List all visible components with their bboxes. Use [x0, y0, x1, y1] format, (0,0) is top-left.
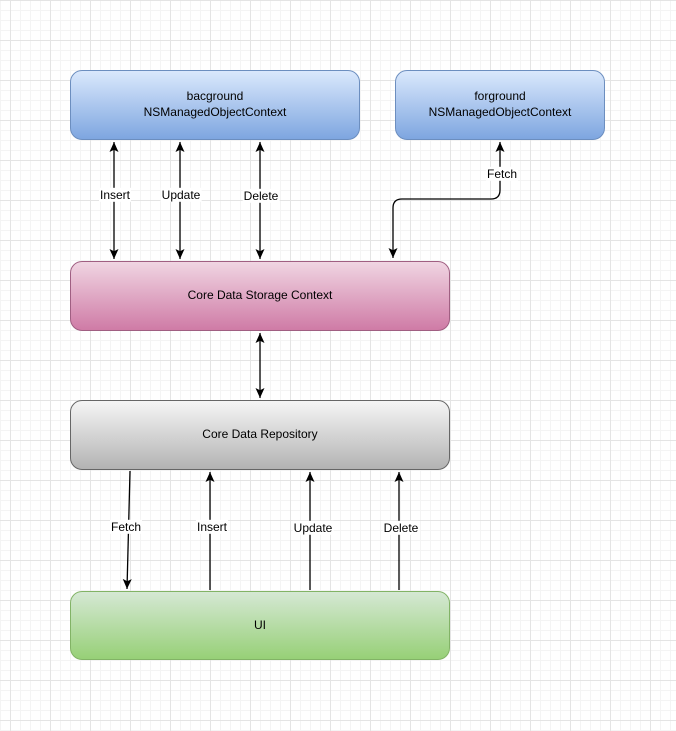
edge-label-insert-top: Insert	[98, 187, 132, 203]
node-label: Core Data Repository	[202, 427, 318, 442]
edge-label-update-top: Update	[160, 187, 202, 203]
node-background-nsmanagedobjectcontext[interactable]: bacground NSManagedObjectContext	[70, 70, 360, 140]
edge-label-fetch-top: Fetch	[485, 166, 519, 182]
node-label: Core Data Storage Context	[187, 288, 333, 303]
edge-label-insert-bottom: Insert	[195, 519, 229, 535]
edge-label-fetch-bottom: Fetch	[109, 519, 143, 535]
node-ui[interactable]: UI	[70, 591, 450, 660]
edge-fetch-top[interactable]	[388, 142, 505, 258]
node-label: bacground NSManagedObjectContext	[143, 89, 287, 119]
node-label: UI	[254, 617, 266, 632]
edge-label-delete-bottom: Delete	[382, 520, 420, 536]
node-label: forground NSManagedObjectContext	[428, 89, 572, 119]
node-foreground-nsmanagedobjectcontext[interactable]: forground NSManagedObjectContext	[395, 70, 605, 140]
node-core-data-repository[interactable]: Core Data Repository	[70, 400, 450, 470]
node-core-data-storage-context[interactable]: Core Data Storage Context	[70, 261, 450, 331]
edge-label-update-bottom: Update	[292, 520, 334, 536]
edge-label-delete-top: Delete	[242, 188, 280, 204]
